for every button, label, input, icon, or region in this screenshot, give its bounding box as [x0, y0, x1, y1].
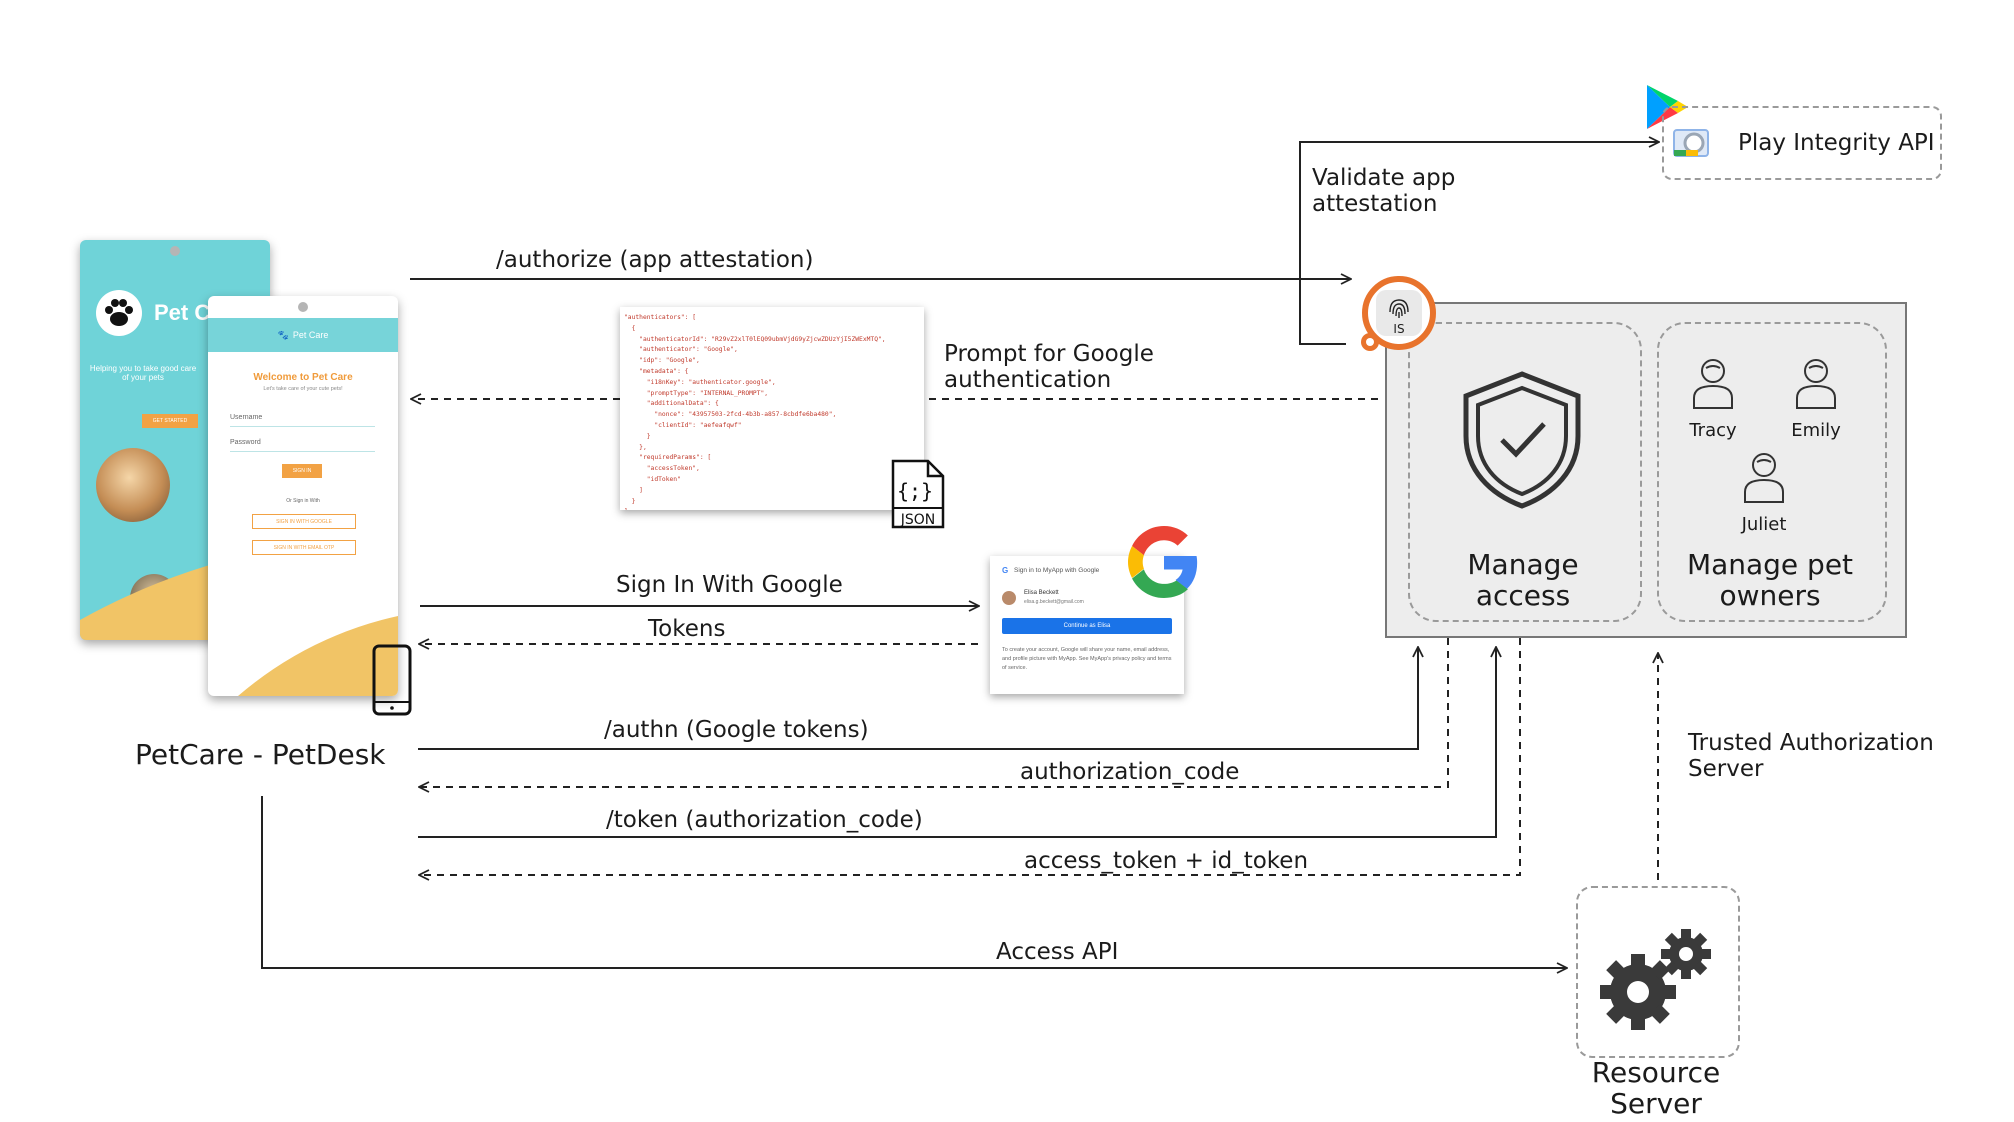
- camera-dot: [298, 302, 308, 312]
- gears-icon: [1600, 929, 1711, 1030]
- orange-wave: [208, 616, 398, 696]
- json-line: ]: [624, 486, 643, 494]
- password-field[interactable]: [230, 451, 375, 452]
- json-line: "authenticators": [: [624, 314, 697, 321]
- auth-code-label: authorization_code: [1020, 759, 1240, 785]
- user-name-tracy: Tracy: [1689, 420, 1737, 441]
- user-name-emily: Emily: [1791, 420, 1841, 441]
- resource-server-label: Resource Server: [1556, 1056, 1756, 1120]
- json-content: "authenticators": [ { "authenticatorId":…: [620, 307, 924, 510]
- json-line: "clientId": "aefeafqwf": [624, 421, 742, 429]
- play-integrity-label: Play Integrity API: [1738, 130, 1935, 156]
- access-api-label: Access API: [996, 939, 1119, 965]
- app-header-title: Pet Care: [292, 330, 329, 340]
- sign-in-google-label: Sign In With Google: [616, 572, 843, 598]
- app-tagline: Helping you to take good care of your pe…: [89, 364, 197, 382]
- username-field[interactable]: [230, 426, 375, 427]
- json-file-icon: {;} JSON: [891, 459, 945, 529]
- json-line: "additionalData": {: [624, 400, 719, 408]
- identity-server-box: [1385, 302, 1907, 638]
- welcome-subtitle: Let's take care of your cute pets!: [263, 386, 343, 392]
- manage-owners-text: Manage pet owners: [1686, 548, 1854, 612]
- user-icon-emily: [1796, 359, 1836, 409]
- is-badge-text: IS: [1393, 322, 1404, 336]
- validate-label: Validate app attestation: [1312, 165, 1456, 218]
- continue-button[interactable]: Continue as Elisa: [1002, 618, 1172, 634]
- authenticators-json-card: "authenticators": [ { "authenticatorId":…: [620, 307, 924, 510]
- google-sign-in-dialog: G Sign in to MyApp with Google Elisa Bec…: [990, 556, 1184, 694]
- manage-access-label: Manage access: [1408, 548, 1638, 612]
- json-line: "i18nKey": "authenticator.google",: [624, 378, 776, 386]
- identity-server-badge-icon: IS: [1361, 276, 1436, 351]
- avatar: [1002, 591, 1016, 605]
- google-g-small-icon: G: [1002, 566, 1009, 575]
- json-line: "accessToken",: [624, 465, 700, 473]
- json-line: "idToken": [624, 475, 681, 483]
- json-line: {: [624, 324, 636, 332]
- dog-photo: [96, 448, 170, 522]
- dialog-title: Sign in to MyApp with Google: [1014, 567, 1100, 574]
- paw-icon: 🐾: [277, 329, 289, 340]
- client-name: PetCare - PetDesk: [135, 738, 386, 771]
- password-label: Password: [230, 439, 261, 446]
- mobile-phone-icon: [372, 644, 412, 716]
- user-name-juliet: Juliet: [1741, 514, 1787, 535]
- json-line: "authenticatorId": "R29vZ2xlT0lEQ09ubmVj…: [624, 335, 886, 343]
- token-label: /token (authorization_code): [606, 807, 923, 833]
- json-line: "promptType": "INTERNAL_PROMPT",: [624, 389, 769, 397]
- or-sign-in-with: Or Sign in With: [286, 498, 320, 504]
- username-label: Username: [230, 414, 263, 421]
- authorize-label: /authorize (app attestation): [496, 247, 814, 273]
- access-id-token-arrow: [420, 638, 1521, 875]
- resource-server-text: Resource Server: [1591, 1056, 1721, 1120]
- google-sign-in-button[interactable]: SIGN IN WITH GOOGLE: [252, 514, 356, 529]
- manage-access-text: Manage access: [1467, 548, 1579, 612]
- json-line: "nonce": "43957503-2fcd-4b3b-a857-8cbdfe…: [624, 411, 837, 419]
- trusted-label: Trusted Authorization Server: [1688, 730, 1934, 783]
- shield-check-icon: [1463, 371, 1581, 509]
- user-icon-juliet: [1744, 453, 1784, 503]
- auth-code-arrow: [420, 638, 1449, 787]
- play-integrity-box: [1662, 106, 1942, 180]
- manage-owners-box: [1657, 322, 1887, 622]
- json-line: }: [624, 432, 651, 440]
- json-line: "metadata": {: [624, 367, 689, 375]
- tokens-label: Tokens: [648, 616, 726, 642]
- user-icon-tracy: [1693, 359, 1733, 409]
- play-integrity-shield-icon: [1673, 129, 1709, 157]
- app-header: 🐾 Pet Care: [208, 318, 398, 352]
- prompt-label: Prompt for Google authentication: [944, 341, 1154, 394]
- json-line: "authenticator": "Google",: [624, 346, 738, 354]
- camera-dot: [170, 246, 180, 256]
- json-line: "idp": "Google",: [624, 357, 700, 365]
- resource-server-box: [1576, 886, 1740, 1058]
- get-started-button[interactable]: GET STARTED: [142, 414, 198, 428]
- dialog-user-email: elisa.g.beckett@gmail.com: [1024, 599, 1084, 605]
- authn-arrow: [418, 648, 1418, 750]
- paw-logo-icon: [96, 290, 142, 336]
- access-id-token-label: access_token + id_token: [1024, 848, 1309, 874]
- email-otp-button[interactable]: SIGN IN WITH EMAIL OTP: [252, 540, 356, 555]
- json-line: },: [624, 443, 647, 451]
- petcare-phone-front: 🐾 Pet Care Welcome to Pet Care Let's tak…: [208, 296, 398, 696]
- access-api-arrow: [261, 796, 1566, 968]
- manage-owners-label: Manage pet owners: [1657, 548, 1883, 612]
- json-badge: JSON: [900, 512, 936, 528]
- validate-arrow: [1299, 142, 1658, 345]
- authn-label: /authn (Google tokens): [604, 717, 869, 743]
- sign-in-button[interactable]: SIGN IN: [282, 464, 322, 478]
- json-line: }: [624, 497, 636, 505]
- token-arrow: [418, 648, 1496, 838]
- dialog-user-name: Elisa Beckett: [1024, 590, 1059, 596]
- dialog-disclaimer: To create your account, Google will shar…: [1002, 647, 1172, 671]
- google-logo-icon: [1128, 526, 1198, 598]
- manage-access-box: [1408, 322, 1642, 622]
- json-line: "requiredParams": [: [624, 454, 712, 462]
- json-line: ]: [624, 508, 628, 510]
- svg-text:{;}: {;}: [897, 479, 933, 503]
- welcome-title: Welcome to Pet Care: [253, 372, 353, 383]
